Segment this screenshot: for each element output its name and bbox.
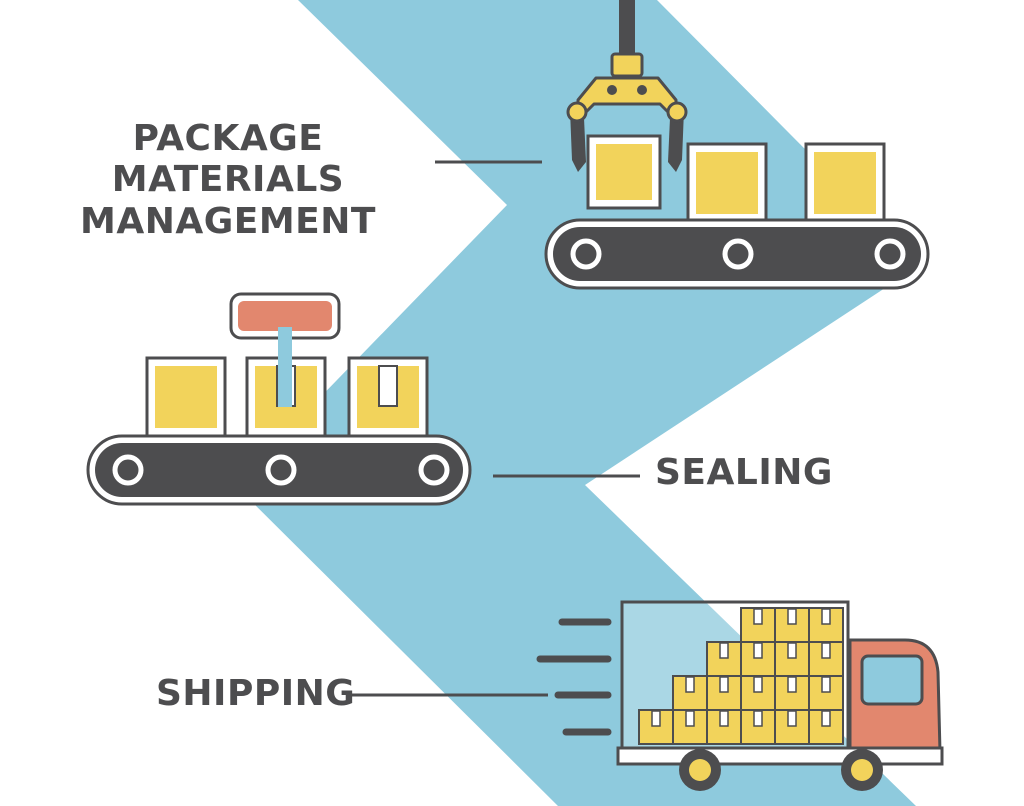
conveyor-roller — [725, 241, 751, 267]
conveyor-roller — [573, 241, 599, 267]
cargo-box-tape — [754, 677, 762, 692]
box-fill — [155, 366, 217, 428]
cargo-box-tape — [788, 609, 796, 624]
robot-claw-joint — [568, 103, 586, 121]
stage-label-sealing: SEALING — [655, 452, 833, 493]
cargo-box-tape — [720, 711, 728, 726]
cargo-box-tape — [822, 677, 830, 692]
cargo-box-tape — [788, 711, 796, 726]
robot-arm-shaft — [619, 0, 635, 58]
stage-label-line: MANAGEMENT — [18, 201, 438, 242]
cargo-box-tape — [754, 609, 762, 624]
stage-label-line: SHIPPING — [156, 673, 355, 714]
conveyor-roller — [877, 241, 903, 267]
truck-wheel-hub — [851, 759, 873, 781]
cargo-box-tape — [720, 677, 728, 692]
box-fill — [814, 152, 876, 214]
truck-wheel-hub — [689, 759, 711, 781]
stage-label-shipping: SHIPPING — [156, 673, 355, 714]
robot-arm-neck — [612, 54, 642, 76]
cargo-box-tape — [652, 711, 660, 726]
cargo-box-tape — [822, 711, 830, 726]
truck-window — [862, 656, 922, 704]
cargo-box-tape — [822, 643, 830, 658]
cargo-box-tape — [686, 711, 694, 726]
truck-chassis — [618, 748, 942, 764]
conveyor-roller — [421, 457, 447, 483]
stage-label-line: SEALING — [655, 452, 833, 493]
cargo-box-tape — [788, 643, 796, 658]
cargo-box-tape — [686, 677, 694, 692]
box-fill — [596, 144, 652, 200]
cargo-box-tape — [788, 677, 796, 692]
stage-label-package-materials-management: PACKAGE MATERIALS MANAGEMENT — [18, 118, 438, 242]
sealer-head-fill — [238, 301, 332, 331]
robot-claw-joint — [637, 85, 647, 95]
stage-label-line: PACKAGE MATERIALS — [18, 118, 438, 201]
robot-claw-joint — [668, 103, 686, 121]
conveyor-roller — [115, 457, 141, 483]
box-fill — [696, 152, 758, 214]
cargo-box-tape — [754, 711, 762, 726]
tape-strip — [379, 366, 397, 406]
conveyor-roller — [268, 457, 294, 483]
sealer-tape-shaft — [278, 327, 292, 407]
cargo-box-tape — [720, 643, 728, 658]
cargo-box-tape — [822, 609, 830, 624]
robot-claw-joint — [607, 85, 617, 95]
cargo-box-tape — [754, 643, 762, 658]
